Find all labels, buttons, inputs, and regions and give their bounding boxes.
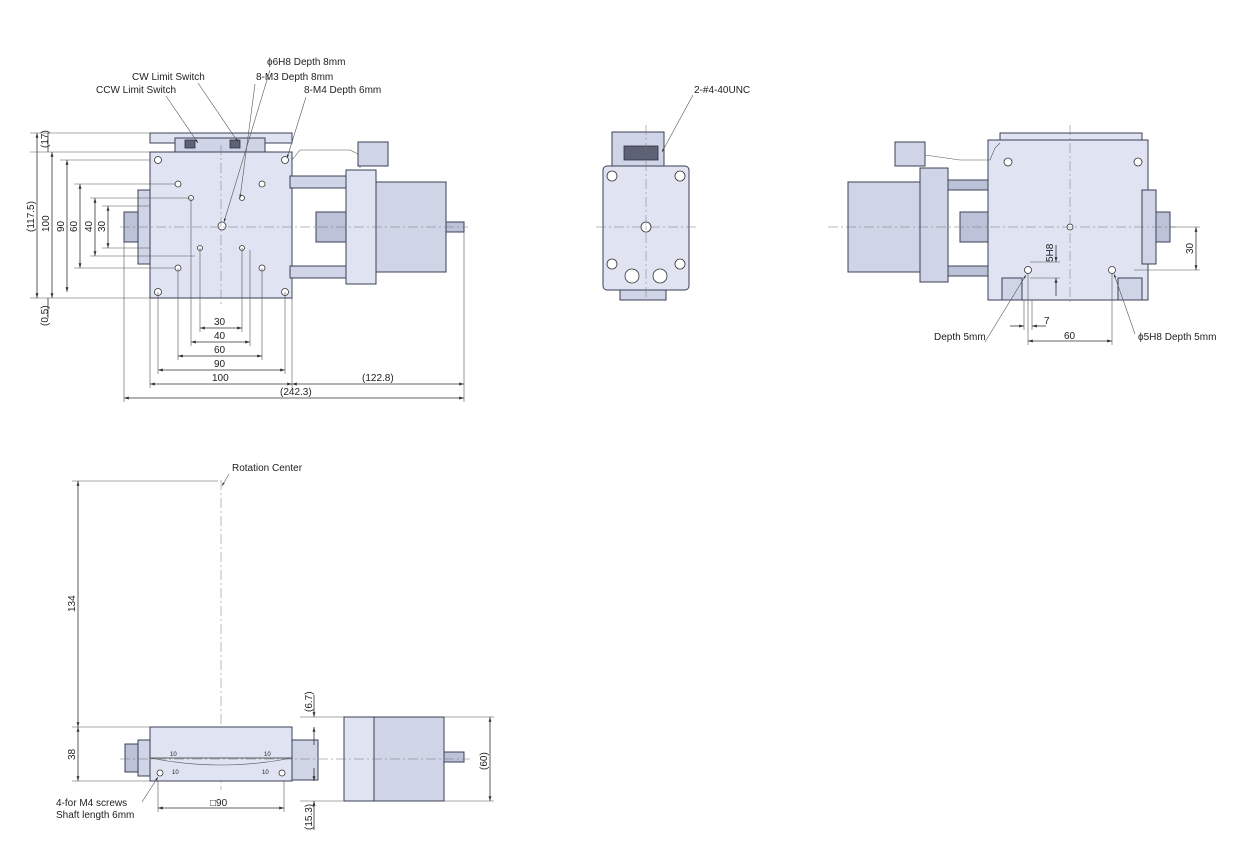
label-ccw-switch: CCW Limit Switch — [96, 85, 176, 96]
top-leaders — [165, 69, 307, 223]
side-dim-60: (60) — [479, 752, 490, 770]
side-motor-shaft — [443, 751, 465, 763]
label-hole-6h8: ϕ6H8 Depth 8mm — [267, 57, 345, 68]
side-view: Rotation Center 10 10 10 10 134 38 (6.7)… — [56, 463, 494, 830]
dim-60: 60 — [69, 220, 80, 232]
bottom-dim-5h8: 5H8 — [1045, 243, 1056, 262]
bottom-motor-flange — [919, 167, 949, 283]
side-scale-arc — [149, 757, 293, 766]
hdim-100: 100 — [212, 373, 229, 384]
label-m3: 8-M3 Depth 8mm — [256, 72, 333, 83]
cw-switch-body — [184, 139, 196, 149]
cable — [291, 149, 361, 168]
hdim-90: 90 — [214, 359, 226, 370]
end-base — [619, 289, 667, 301]
motor-bracket-upper — [289, 175, 347, 189]
end-view: 2-#4-40UNC — [596, 85, 750, 301]
scale-label-1: 10 — [170, 752, 177, 758]
bottom-dim-30: 30 — [1185, 242, 1196, 254]
side-dim-38: 38 — [67, 748, 78, 760]
dim-40: 40 — [84, 220, 95, 232]
label-rotation-center: Rotation Center — [232, 463, 303, 474]
hdim-60: 60 — [214, 345, 226, 356]
label-depth-5mm: Depth 5mm — [934, 332, 986, 343]
label-screws-line1: 4-for M4 screws — [56, 798, 127, 809]
dim-17: (17) — [40, 130, 51, 148]
side-dim-15-3: (15.3) — [304, 804, 315, 830]
bottom-connector-box — [894, 141, 926, 167]
side-dim-134: 134 — [67, 595, 78, 612]
label-cw-switch: CW Limit Switch — [132, 72, 205, 83]
hdim-30: 30 — [214, 317, 226, 328]
hdim-40: 40 — [214, 331, 226, 342]
dim-30: 30 — [97, 220, 108, 232]
scale-label-3: 10 — [172, 770, 179, 776]
bottom-main-body — [987, 139, 1149, 301]
connector-box — [357, 141, 389, 167]
side-dim-square-90: □90 — [210, 798, 228, 809]
bottom-cable — [924, 142, 1001, 161]
side-left-plate — [137, 739, 151, 777]
label-m4: 8-M4 Depth 6mm — [304, 85, 381, 96]
dim-90: 90 — [56, 220, 67, 232]
scale-label-2: 10 — [264, 752, 271, 758]
top-vertical-dims — [30, 132, 195, 318]
scale-label-4: 10 — [262, 770, 269, 776]
top-horizontal-dims — [123, 198, 465, 402]
label-screws-line2: Shaft length 6mm — [56, 810, 134, 821]
bottom-dim-7: 7 — [1044, 316, 1050, 327]
bottom-bracket-lower — [947, 265, 989, 277]
bottom-view: 60 7 5H8 30 Depth 5mm ϕ5H8 Depth 5mm — [828, 125, 1216, 345]
hdim-242-3: (242.3) — [280, 387, 312, 398]
db-connector — [623, 145, 659, 161]
hdim-122-8: (122.8) — [362, 373, 394, 384]
bottom-bracket-upper — [947, 179, 989, 191]
side-dim-6-7: (6.7) — [304, 691, 315, 712]
bottom-foot-left — [1001, 277, 1023, 301]
bottom-dim-60: 60 — [1064, 331, 1076, 342]
top-view: ϕ6H8 Depth 8mm CW Limit Switch 8-M3 Dept… — [26, 57, 468, 402]
motor-bracket-lower — [289, 265, 347, 279]
side-left-knob — [124, 743, 140, 773]
dim-100: 100 — [41, 215, 52, 232]
label-connector: 2-#4-40UNC — [694, 85, 750, 96]
dim-0-5: (0.5) — [40, 305, 51, 326]
dim-117-5: (117.5) — [26, 201, 37, 232]
ccw-switch-body — [229, 139, 241, 149]
bottom-foot-right — [1117, 277, 1143, 301]
label-pin-hole: ϕ5H8 Depth 5mm — [1138, 332, 1216, 343]
